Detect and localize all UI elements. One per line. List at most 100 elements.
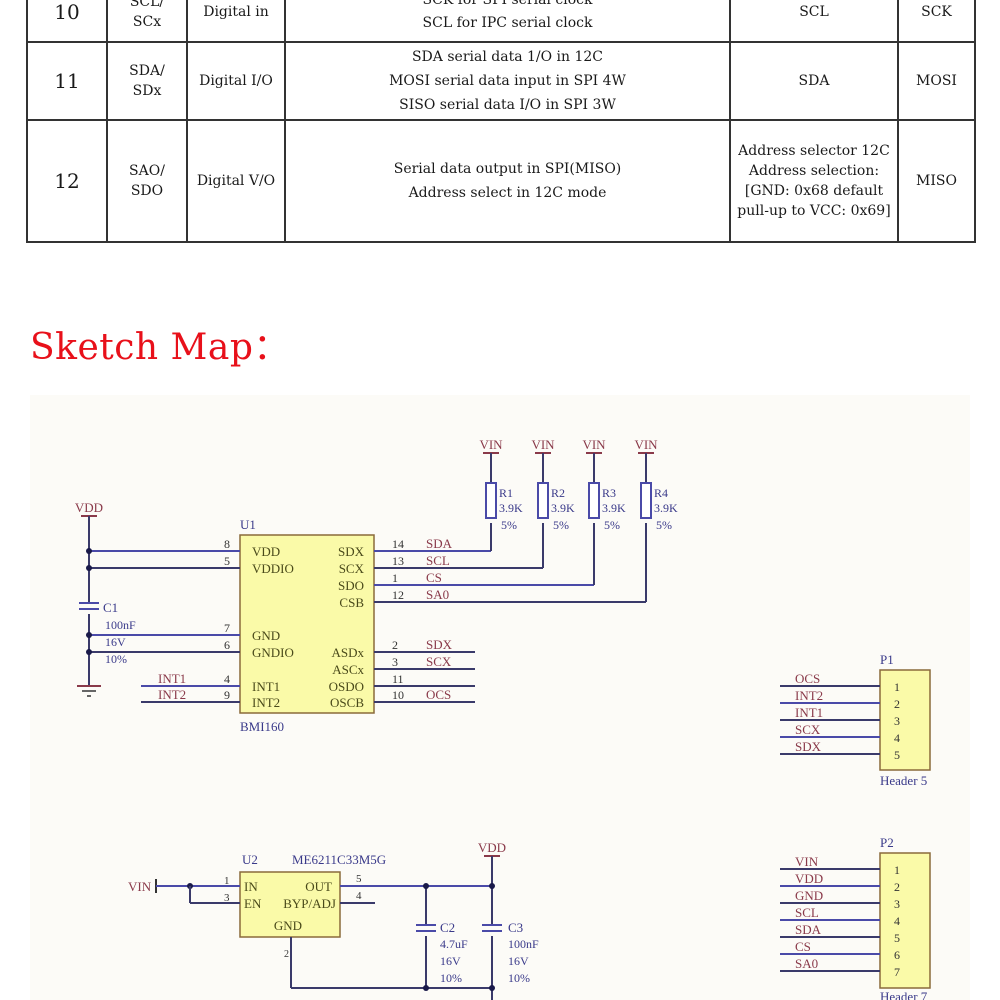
p2-header-body [879,852,931,989]
c1-voltage: 16V [105,635,126,649]
resistor-tolerance: 5% [604,518,620,532]
p2-pin-number: 3 [894,897,900,911]
junction-dot [489,883,495,889]
pin-spi: MOSI [897,41,976,121]
net-label: OCS [426,687,451,702]
u1-pin-number: 9 [224,688,230,702]
power-label: VIN [582,437,606,452]
u2-pin-name: BYP/ADJ [283,896,336,911]
resistor-body [537,482,549,519]
resistor-tolerance: 5% [501,518,517,532]
pin-i2c: SDA [729,41,899,121]
p2-pin-number: 1 [894,863,900,877]
u1-pin-name: VDDIO [252,561,294,576]
p2-ref: P2 [880,835,894,850]
net-label: SCX [426,654,452,669]
pin-name: SAO/SDO [106,119,188,243]
net-label: SCL [426,553,450,568]
net-label: GND [795,888,823,903]
p2-pin-number: 7 [894,965,900,979]
resistor-value: 3.9K [602,501,626,515]
u1-pin-name: INT1 [252,679,280,694]
p2-pin-number: 2 [894,880,900,894]
p2-pin-number: 6 [894,948,900,962]
c3-tolerance: 10% [508,971,530,985]
net-label: VIN [795,854,819,869]
u1-part: BMI160 [240,719,284,734]
resistor-ref: R1 [499,486,513,500]
u1-ref: U1 [240,517,256,532]
u2-pin-number: 1 [224,875,230,887]
section-title: Sketch Map： [30,327,290,368]
resistor-ref: R4 [654,486,668,500]
table-row: 11 SDA/SDx Digital I/O SDA serial data 1… [26,41,976,121]
u2-pin-name: GND [274,918,302,933]
net-label: VDD [795,871,823,886]
pin-number: 11 [26,41,108,121]
p1-pin-number: 3 [894,714,900,728]
net-label: CS [795,939,811,954]
pin-name: SDA/SDx [106,41,188,121]
net-label: INT1 [158,671,186,686]
c1-value: 100nF [105,618,136,632]
u2-pin-name: OUT [305,879,332,894]
resistor-value: 3.9K [499,501,523,515]
u2-pin-name: IN [244,879,258,894]
p2-part: Header 7 [880,989,928,1000]
p1-ref: P1 [880,652,894,667]
p1-pin-number: 2 [894,697,900,711]
pin-type: Digital V/O [186,119,286,243]
junction-dot [423,883,429,889]
u1-pin-name: CSB [339,595,364,610]
schematic-diagram [30,395,970,1000]
u1-pin-number: 1 [392,571,398,585]
resistor-ref: R2 [551,486,565,500]
net-label: INT2 [795,688,823,703]
resistor-value: 3.9K [654,501,678,515]
c3-ref: C3 [508,920,523,935]
resistor-ref: R3 [602,486,616,500]
resistor-body [485,482,497,519]
c2-ref: C2 [440,920,455,935]
u1-pin-number: 7 [224,621,230,635]
u1-pin-name: OSCB [330,695,364,710]
u1-pin-number: 2 [392,638,398,652]
pin-type: Digital in [186,0,286,43]
pin-spi: MISO [897,119,976,243]
resistor-value: 3.9K [551,501,575,515]
u1-pin-number: 14 [392,537,404,551]
u2-pin-name: EN [244,896,262,911]
u1-pin-number: 3 [392,655,398,669]
power-label: VDD [478,840,506,855]
u1-pin-number: 10 [392,688,404,702]
net-label: INT1 [795,705,823,720]
p2-pin-number: 4 [894,914,900,928]
u1-pin-name: SCX [339,561,365,576]
c1-tolerance: 10% [105,652,127,666]
junction-dot [489,985,495,991]
p1-header-body [879,669,931,771]
u1-pin-name: OSDO [329,679,364,694]
power-label: VIN [634,437,658,452]
resistor-tolerance: 5% [553,518,569,532]
c1-ref: C1 [103,600,118,615]
pin-spi: SCK [897,0,976,43]
c2-value: 4.7uF [440,937,468,951]
pin-description-table: 10 SCL/SCx Digital in SCK for SPI serial… [26,0,976,243]
p1-pin-number: 5 [894,748,900,762]
net-label: SDX [426,637,453,652]
u1-pin-name: INT2 [252,695,280,710]
c3-value: 100nF [508,937,539,951]
net-label: CS [426,570,442,585]
pin-number: 12 [26,119,108,243]
vin-port-label: VIN [128,879,152,894]
pin-number: 10 [26,0,108,43]
pin-type: Digital I/O [186,41,286,121]
net-label: SCL [795,905,819,920]
u2-ref: U2 [242,852,258,867]
c2-tolerance: 10% [440,971,462,985]
u2-pin-number: 3 [224,892,230,904]
net-label: SDA [426,536,453,551]
